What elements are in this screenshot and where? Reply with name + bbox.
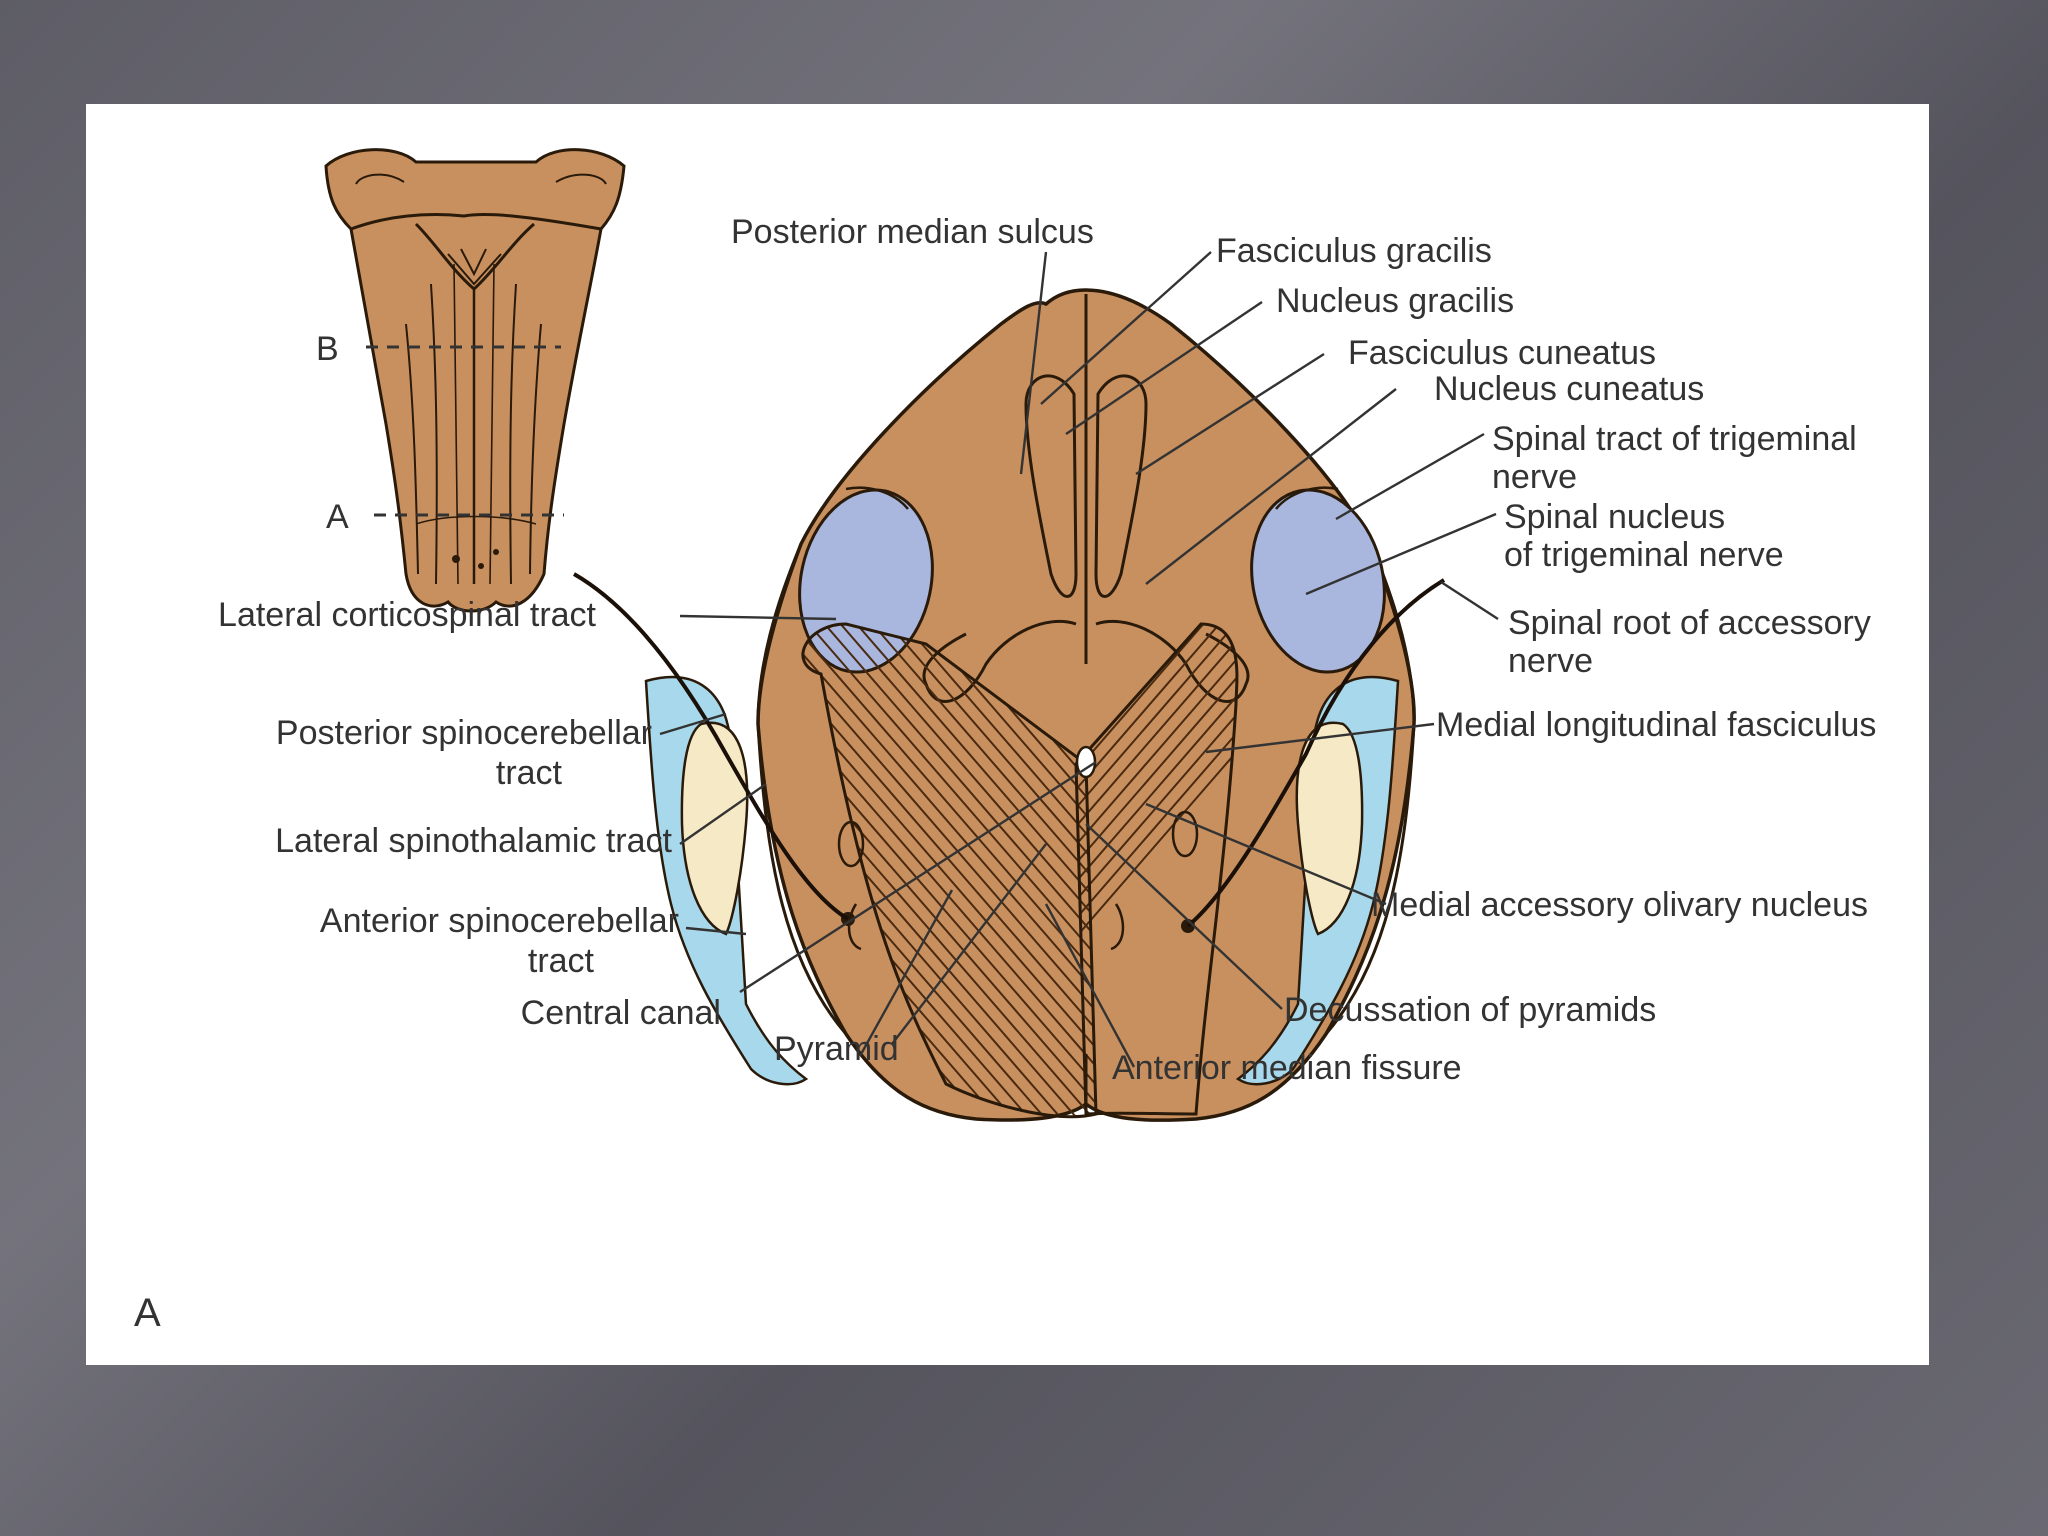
- pyramid-fiber-line: [86, 584, 606, 1184]
- pyramid-fiber-line: [86, 584, 486, 1184]
- pyramid-fiber-line: [86, 584, 118, 1184]
- pyramid-fiber-line: [86, 584, 342, 1184]
- label-nucleus-cuneatus: Nucleus cuneatus: [1434, 370, 1704, 408]
- label-posterior-median-sulcus: Posterior median sulcus: [731, 213, 1094, 251]
- pyramid-fiber-line: [86, 584, 150, 1184]
- pyramid-fiber-line: [86, 584, 326, 1184]
- label-spinal-nucleus-trigeminal-line2: of trigeminal nerve: [1504, 536, 1784, 574]
- pyramid-fiber-line: [86, 584, 294, 1184]
- pyramid-fiber-line: [1382, 584, 1902, 1184]
- label-medial-accessory-olivary-nucleus: Medial accessory olivary nucleus: [1371, 886, 1868, 924]
- brainstem-inset: B A: [316, 150, 624, 611]
- pyramid-fiber-line: [302, 584, 822, 1184]
- pyramid-fiber-line: [86, 584, 134, 1184]
- pyramid-fiber-line: [86, 584, 550, 1184]
- pyramid-fiber-line: [134, 584, 654, 1184]
- pyramid-fiber-line: [1366, 584, 1886, 1184]
- pyramid-fiber-line: [190, 584, 710, 1184]
- label-decussation-of-pyramids: Decussation of pyramids: [1284, 991, 1656, 1029]
- pyramid-fiber-line: [86, 584, 390, 1184]
- pyramid-fiber-line: [214, 584, 734, 1184]
- pyramid-fiber-line: [118, 584, 638, 1184]
- pyramid-fiber-line: [86, 584, 246, 1184]
- label-medial-longitudinal-fasciculus: Medial longitudinal fasciculus: [1436, 706, 1876, 744]
- level-a-label: A: [326, 498, 349, 536]
- label-nucleus-gracilis: Nucleus gracilis: [1276, 282, 1514, 320]
- pyramid-fiber-line: [310, 584, 830, 1184]
- label-anterior-spinocerebellar-line2: tract: [528, 942, 595, 980]
- medulla-diagram: B A: [86, 104, 1929, 1365]
- pyramid-fiber-line: [174, 584, 694, 1184]
- level-b-label: B: [316, 330, 339, 368]
- label-spinal-root-accessory-line1: Spinal root of accessory: [1508, 604, 1871, 642]
- pyramid-fiber-line: [86, 584, 310, 1184]
- pyramid-fiber-line: [86, 584, 230, 1184]
- pyramid-fiber-line: [142, 584, 662, 1184]
- label-anterior-spinocerebellar-line1: Anterior spinocerebellar: [320, 902, 679, 940]
- label-lateral-spinothalamic: Lateral spinothalamic tract: [275, 822, 672, 860]
- pyramid-fiber-line: [86, 584, 502, 1184]
- pyramid-fiber-line: [86, 584, 422, 1184]
- label-fasciculus-cuneatus: Fasciculus cuneatus: [1348, 334, 1656, 372]
- pyramid-fiber-line: [110, 584, 630, 1184]
- label-fasciculus-gracilis: Fasciculus gracilis: [1216, 232, 1492, 270]
- pyramid-fiber-line: [102, 584, 622, 1184]
- pyramid-fiber-line: [318, 584, 838, 1184]
- pyramid-fiber-line: [86, 584, 166, 1184]
- pyramid-fiber-line: [86, 584, 102, 1184]
- pyramid-fiber-line: [166, 584, 686, 1184]
- pyramid-fiber-line: [222, 584, 742, 1184]
- pyramid-fiber-line: [182, 584, 702, 1184]
- pyramid-fiber-line: [86, 584, 598, 1184]
- pyramid-fiber-line: [126, 584, 646, 1184]
- label-lateral-corticospinal: Lateral corticospinal tract: [218, 596, 597, 634]
- figure-panel: B A: [86, 104, 1929, 1365]
- label-posterior-spinocerebellar-line1: Posterior spinocerebellar: [276, 714, 652, 752]
- pyramid-fiber-line: [86, 584, 438, 1184]
- pyramid-fiber-line: [86, 584, 214, 1184]
- pyramid-fiber-line: [86, 584, 566, 1184]
- label-posterior-spinocerebellar-line2: tract: [496, 754, 563, 792]
- pyramid-fiber-line: [86, 584, 406, 1184]
- label-spinal-tract-trigeminal-line1: Spinal tract of trigeminal: [1492, 420, 1857, 458]
- pyramid-fiber-line: [86, 584, 182, 1184]
- pyramid-fiber-line: [198, 584, 718, 1184]
- pyramid-fiber-line: [1350, 584, 1870, 1184]
- pyramid-fiber-line: [86, 584, 470, 1184]
- label-pyramid: Pyramid: [774, 1030, 899, 1068]
- pyramid-fiber-line: [86, 584, 374, 1184]
- pyramid-fiber-line: [86, 584, 198, 1184]
- pyramid-fiber-line: [86, 584, 582, 1184]
- pyramid-fiber-line: [86, 584, 518, 1184]
- pyramid-fiber-line: [158, 584, 678, 1184]
- pyramid-fiber-line: [86, 584, 454, 1184]
- pyramid-fiber-line: [94, 584, 614, 1184]
- pyramid-fiber-line: [86, 584, 262, 1184]
- label-spinal-root-accessory-line2: nerve: [1508, 642, 1593, 680]
- pyramid-fiber-line: [86, 584, 358, 1184]
- pyramid-fiber-line: [86, 584, 534, 1184]
- label-anterior-median-fissure: Anterior median fissure: [1112, 1049, 1462, 1087]
- pyramid-fiber-line: [150, 584, 670, 1184]
- label-spinal-tract-trigeminal-line2: nerve: [1492, 458, 1577, 496]
- pyramid-fiber-line: [206, 584, 726, 1184]
- pyramid-fiber-line: [1334, 584, 1854, 1184]
- panel-letter: A: [134, 1291, 161, 1335]
- label-spinal-nucleus-trigeminal-line1: Spinal nucleus: [1504, 498, 1725, 536]
- pyramid-fiber-line: [86, 584, 278, 1184]
- label-central-canal: Central canal: [521, 994, 721, 1032]
